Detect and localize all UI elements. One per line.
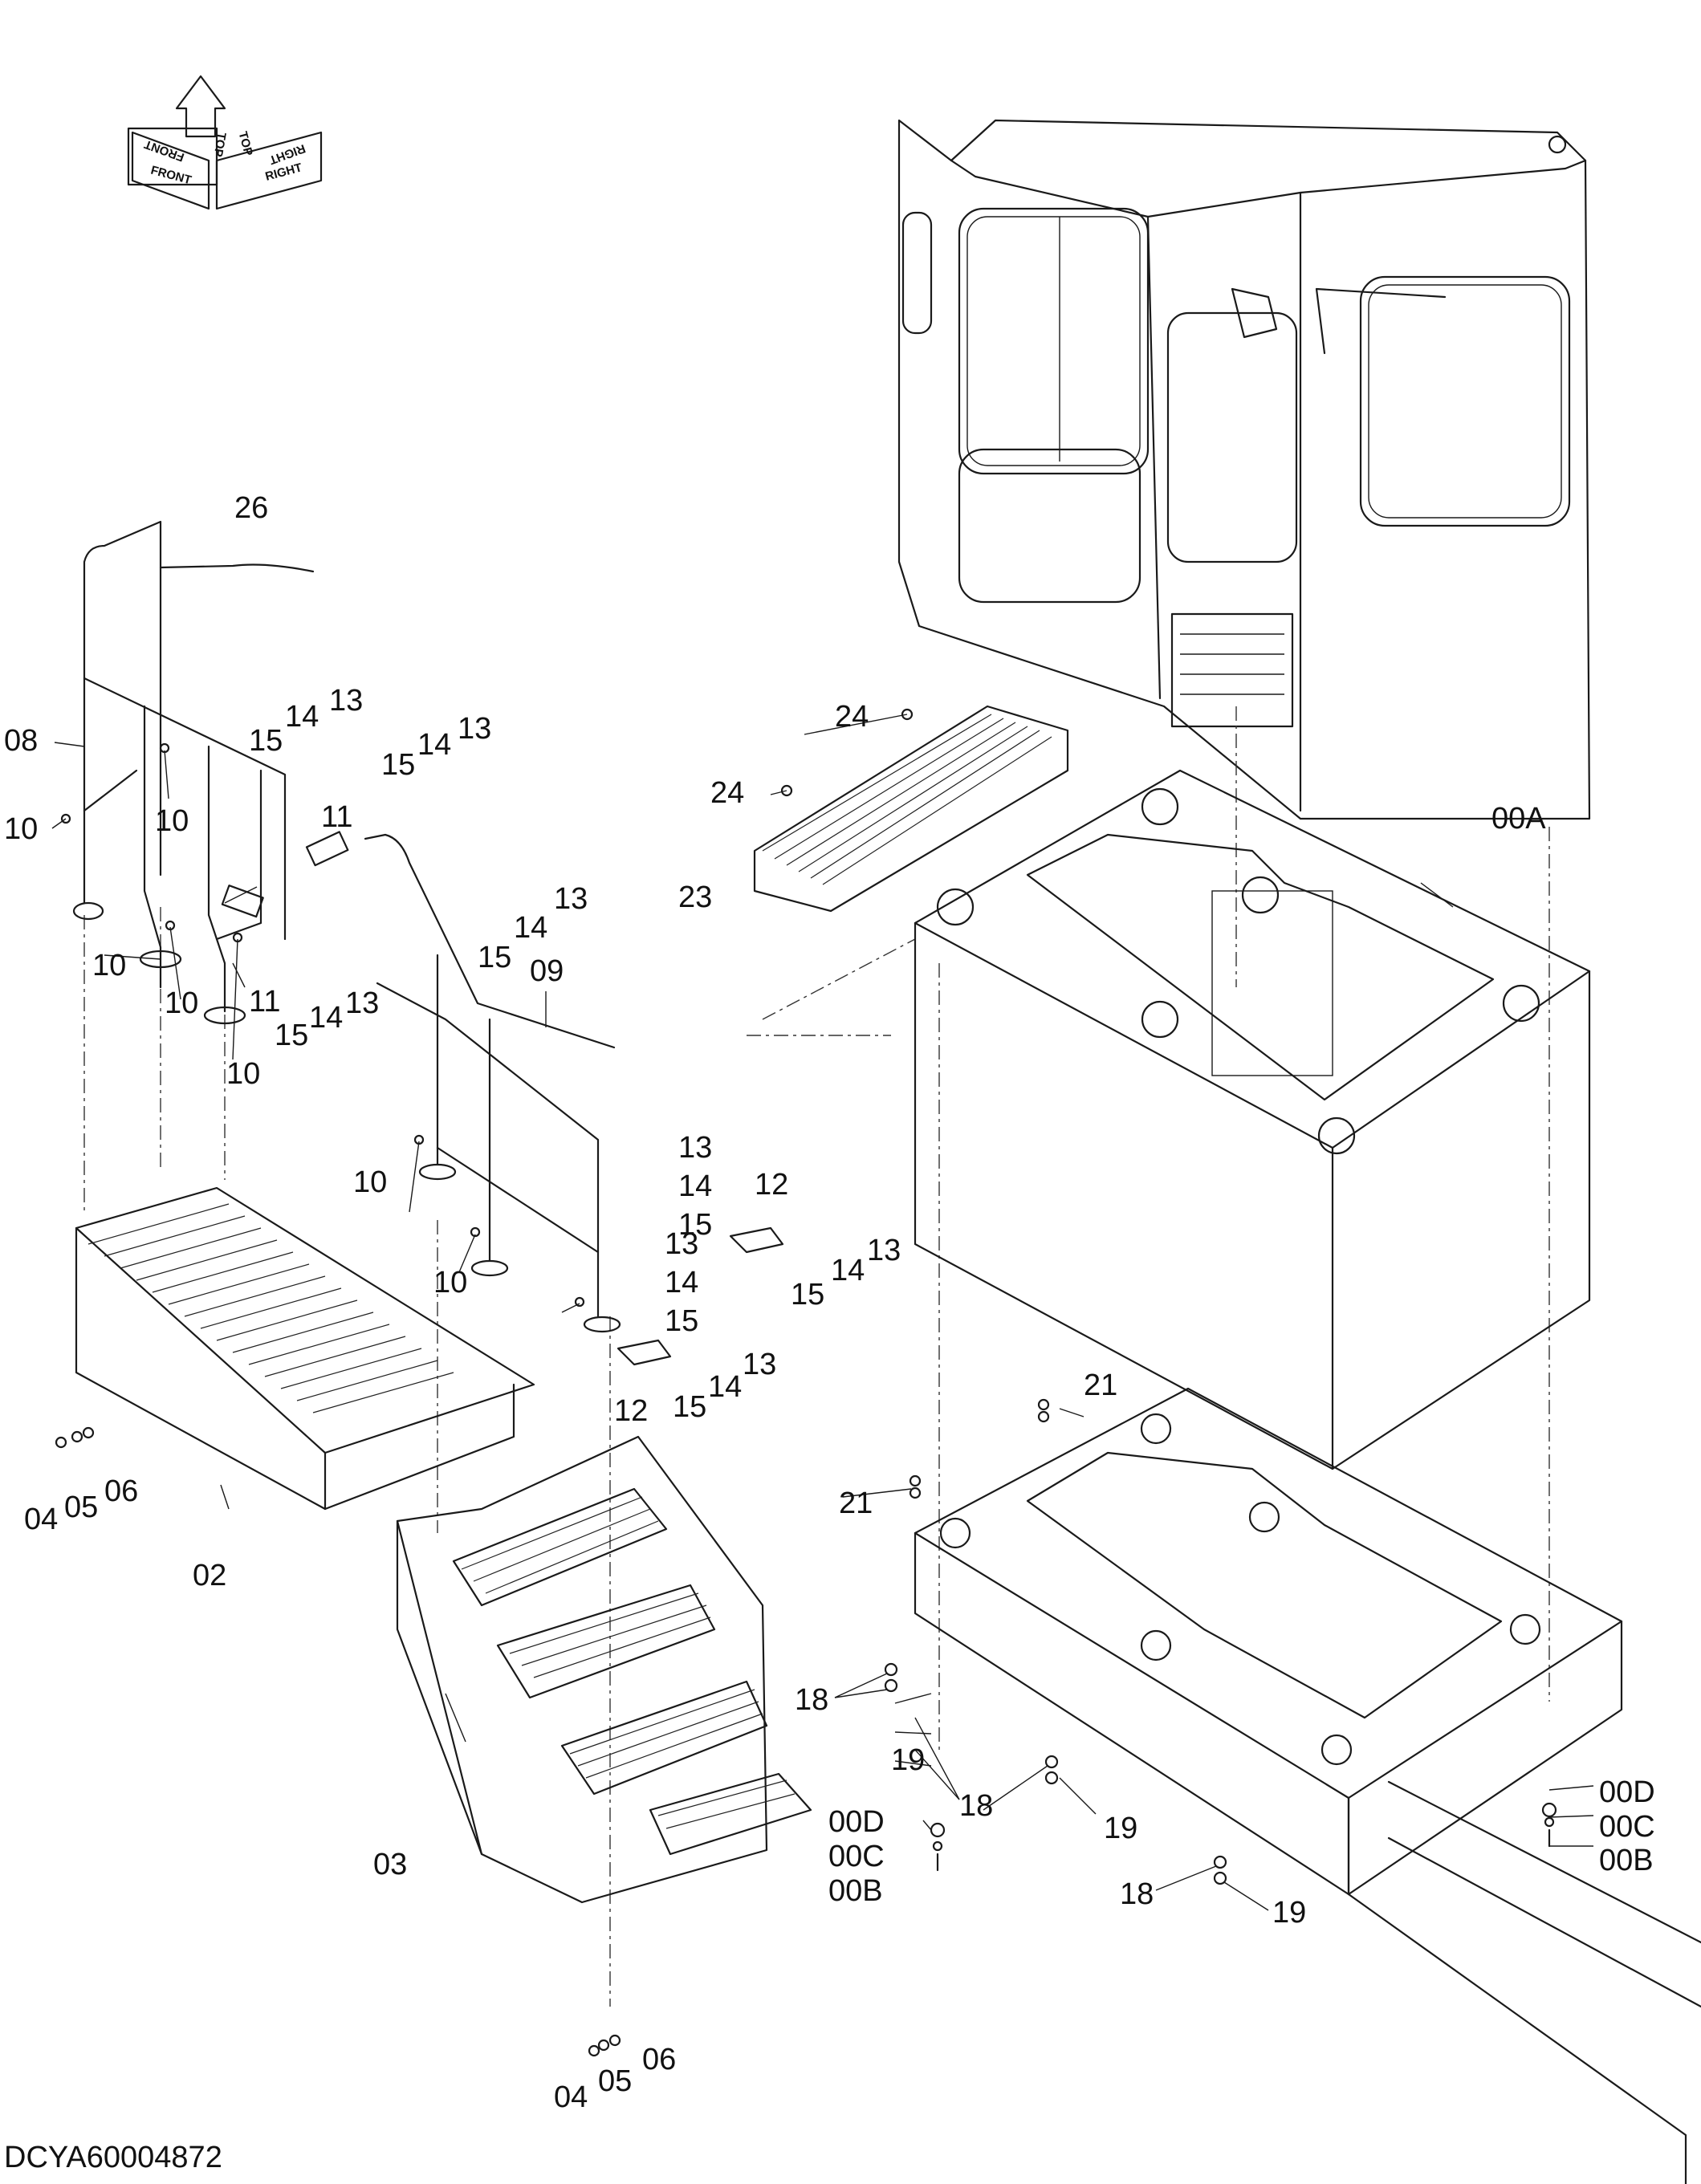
callout-05: 05 (64, 1491, 98, 1524)
top-step-23 (753, 705, 1069, 913)
callout-15: 15 (275, 1019, 308, 1052)
callout-12: 12 (755, 1168, 788, 1202)
callout-23: 23 (678, 881, 712, 914)
callout-10: 10 (433, 1266, 467, 1299)
callout-14: 14 (285, 700, 319, 734)
undercarriage-frame (914, 1387, 1701, 2184)
top-label-2: TOP (236, 130, 255, 157)
orientation-indicator: FRONT FRONT TOP TOP RIGHT RIGHT (127, 75, 323, 210)
callout-10: 10 (226, 1057, 260, 1091)
callout-19: 19 (1272, 1896, 1306, 1930)
callout-13: 13 (665, 1227, 698, 1261)
callout-06: 06 (104, 1474, 138, 1508)
callout-13: 13 (458, 712, 491, 746)
callout-13: 13 (345, 986, 379, 1020)
callout-15: 15 (381, 748, 415, 782)
hardware-fasteners (55, 563, 1557, 2057)
callout-00d: 00D (828, 1805, 885, 1839)
callout-15: 15 (478, 941, 511, 974)
callout-11: 11 (249, 985, 280, 1019)
callout-10: 10 (165, 986, 198, 1020)
callout-14: 14 (665, 1266, 698, 1299)
callout-04: 04 (24, 1503, 58, 1536)
callout-14: 14 (309, 1001, 343, 1035)
callout-21: 21 (1084, 1369, 1117, 1402)
callout-10: 10 (4, 812, 38, 846)
leader-lines (51, 714, 1594, 1911)
callout-14: 14 (514, 911, 547, 945)
callout-13: 13 (867, 1234, 901, 1267)
callout-14: 14 (831, 1254, 865, 1287)
callout-14: 14 (678, 1169, 712, 1203)
callout-10: 10 (353, 1165, 387, 1199)
callout-12: 12 (614, 1394, 648, 1428)
cab-mirror-bracket (1231, 287, 1278, 339)
callout-05: 05 (598, 2064, 632, 2098)
handrail-08 (72, 520, 287, 1025)
cab-door-window (958, 207, 1150, 475)
callout-09: 09 (530, 954, 564, 988)
callout-10: 10 (92, 949, 126, 982)
drawing-code: DCYA60004872 (4, 2141, 222, 2174)
callout-15: 15 (791, 1278, 824, 1312)
cab-side-window (1166, 311, 1298, 563)
callout-19: 19 (891, 1743, 925, 1777)
callout-21: 21 (839, 1487, 873, 1520)
callout-10: 10 (155, 804, 189, 838)
callout-00b: 00B (828, 1874, 883, 1908)
callout-15: 15 (678, 1208, 712, 1242)
callout-18: 18 (1120, 1877, 1154, 1911)
stairs-03 (396, 1435, 812, 1904)
cab-lift-eye (1548, 135, 1567, 154)
callout-18: 18 (959, 1789, 993, 1823)
grated-platform-02 (75, 1186, 535, 1511)
platform-box (914, 769, 1591, 1470)
callout-06: 06 (642, 2043, 676, 2076)
callout-14: 14 (708, 1370, 742, 1404)
callout-15: 15 (665, 1304, 698, 1338)
callout-26: 26 (234, 491, 268, 525)
front-label-mirrored: FRONT (143, 137, 186, 165)
callout-03: 03 (373, 1848, 407, 1881)
callout-13: 13 (329, 684, 363, 718)
front-label: FRONT (149, 164, 193, 188)
callout-13: 13 (554, 882, 588, 916)
callout-15: 15 (249, 724, 283, 758)
callout-13: 13 (743, 1348, 776, 1381)
cab-rear-window (1359, 275, 1571, 527)
callout-11: 11 (321, 800, 352, 834)
callout-08: 08 (4, 724, 38, 758)
callout-13: 13 (678, 1131, 712, 1165)
top-label: TOP (211, 132, 229, 158)
right-label: RIGHT (264, 161, 303, 184)
assembly-guide-lines (83, 706, 1550, 2007)
callout-04: 04 (554, 2080, 588, 2114)
callout-00d: 00D (1599, 1775, 1655, 1809)
cab-door-handle (901, 211, 933, 335)
cab-vent-grille (1170, 612, 1294, 728)
callout-19: 19 (1104, 1812, 1137, 1845)
callout-00c: 00C (828, 1840, 885, 1873)
callout-labels: 26 08 10 10 10 10 10 10 10 15 14 13 15 1… (4, 491, 1655, 2114)
operator-cab (897, 119, 1591, 820)
handrail-09 (364, 833, 621, 1333)
callout-15: 15 (673, 1390, 706, 1424)
cab-lower-door-panel (958, 448, 1141, 604)
callout-00a: 00A (1491, 802, 1546, 836)
callout-18: 18 (795, 1683, 828, 1717)
callout-02: 02 (193, 1559, 226, 1592)
callout-00c: 00C (1599, 1810, 1655, 1844)
callout-24: 24 (835, 700, 869, 734)
callout-24: 24 (710, 776, 744, 810)
callout-00b: 00B (1599, 1844, 1654, 1877)
callout-14: 14 (417, 728, 451, 762)
